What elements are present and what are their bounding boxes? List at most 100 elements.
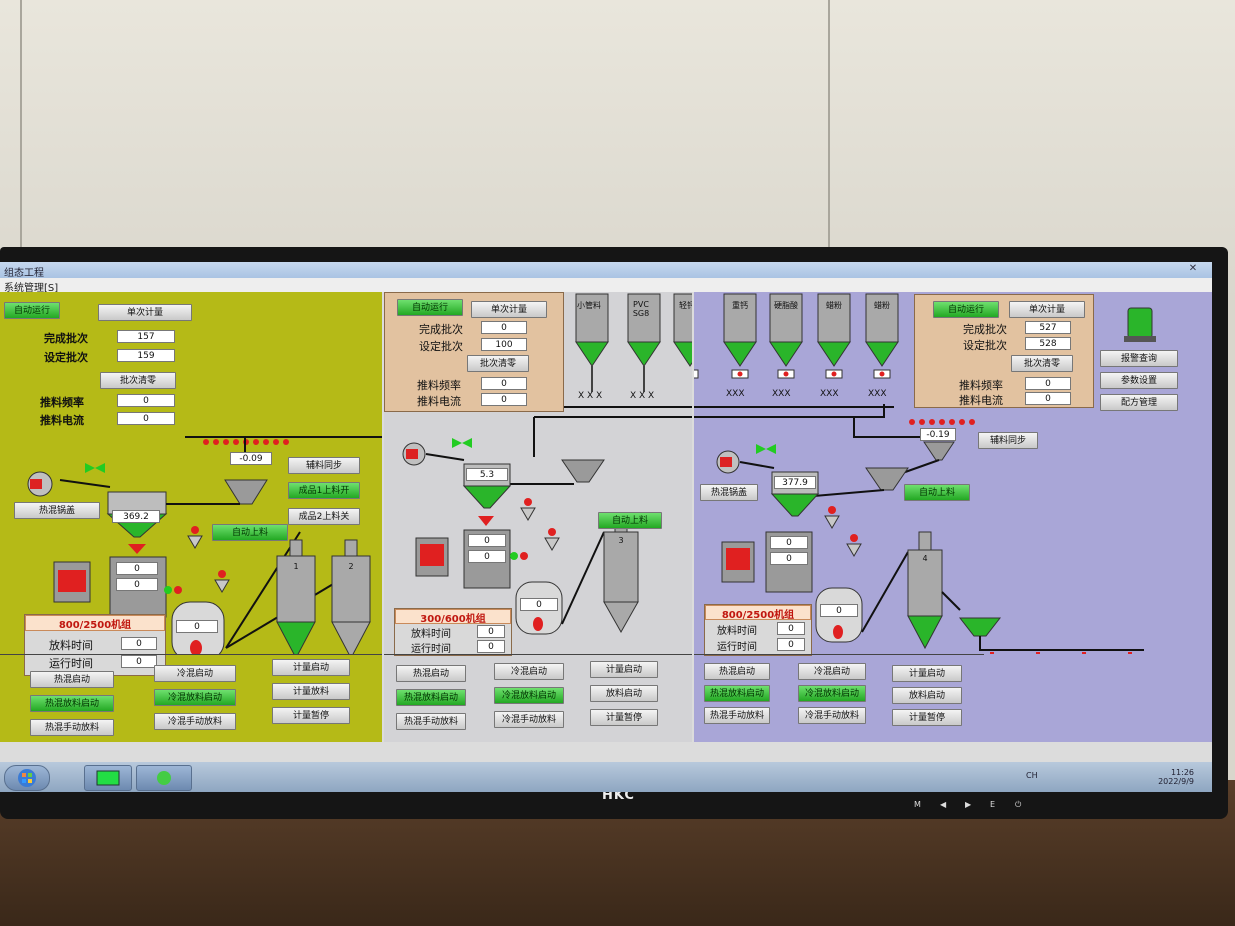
line2-run-time-label: 运行时间 bbox=[411, 644, 451, 655]
line3-hot-manual-button[interactable]: 热混手动放料 bbox=[704, 707, 770, 724]
line1-discharge-valve-icon[interactable] bbox=[128, 544, 146, 554]
line2-hot-discharge-button[interactable]: 热混放料启动 bbox=[396, 689, 466, 706]
line2-scale-hopper bbox=[561, 459, 605, 483]
line3-aux-sync-button[interactable]: 辅料同步 bbox=[978, 432, 1038, 449]
window-title: 组态工程 bbox=[4, 268, 44, 279]
line3-packing-stations bbox=[990, 652, 1132, 654]
line2-push-current-value: 0 bbox=[481, 393, 527, 406]
line1-cold-discharge-button[interactable]: 冷混放料启动 bbox=[154, 689, 236, 706]
line3-silo-number: 4 bbox=[922, 554, 928, 563]
line2-single-meter-button[interactable]: 单次计量 bbox=[471, 301, 547, 318]
line2-cold-discharge-button[interactable]: 冷混放料启动 bbox=[494, 687, 564, 704]
line1-cold-start-button[interactable]: 冷混启动 bbox=[154, 665, 236, 682]
line2-run-time-value: 0 bbox=[477, 640, 505, 653]
menu-bar: 系统管理[S] bbox=[0, 278, 1212, 294]
line3-valve-icon[interactable] bbox=[756, 444, 766, 454]
line3-push-freq-label: 推料频率 bbox=[959, 379, 1003, 392]
line2-cold-manual-button[interactable]: 冷混手动放料 bbox=[494, 711, 564, 728]
taskbar: CH 11:26 2022/9/9 bbox=[0, 762, 1212, 792]
line1-scale-hopper bbox=[224, 479, 268, 505]
line1-valve-icon[interactable] bbox=[85, 463, 95, 473]
taskbar-app-chat[interactable] bbox=[136, 765, 192, 791]
silo-label-2: PVC SG8 bbox=[632, 300, 650, 318]
line2-silo-number: 3 bbox=[618, 536, 624, 545]
line3-hot-mixer-cone bbox=[770, 493, 820, 517]
line3-cold-mixer-reading: 0 bbox=[820, 604, 858, 617]
line2-hot-mixer-cone bbox=[462, 485, 512, 509]
system-clock[interactable]: 11:26 2022/9/9 bbox=[1158, 768, 1194, 786]
raw-material-silo-2 bbox=[627, 293, 661, 367]
line3-cold-discharge-button[interactable]: 冷混放料启动 bbox=[798, 685, 866, 702]
line3-hot-start-button[interactable]: 热混启动 bbox=[704, 663, 770, 680]
monitor-button-m[interactable]: M bbox=[914, 800, 921, 809]
start-button[interactable] bbox=[4, 765, 50, 791]
line3-done-batches-value: 527 bbox=[1025, 321, 1071, 334]
line2-batch-clear-button[interactable]: 批次清零 bbox=[467, 355, 529, 372]
taskbar-app-hmi[interactable] bbox=[84, 765, 132, 791]
line1-hot-manual-button[interactable]: 热混手动放料 bbox=[30, 719, 114, 736]
line3-auto-feed-button[interactable]: 自动上料 bbox=[904, 484, 970, 501]
line2-auto-feed-button[interactable]: 自动上料 bbox=[598, 512, 662, 529]
line1-silo-number-1: 1 bbox=[293, 562, 299, 571]
line3-discharge-start-button[interactable]: 放料启动 bbox=[892, 687, 962, 704]
line2-discharge-start-button[interactable]: 放料启动 bbox=[590, 685, 658, 702]
line2-hot-start-button[interactable]: 热混启动 bbox=[396, 665, 466, 682]
line1-hot-pot-button[interactable]: 热混锅盖 bbox=[14, 502, 100, 519]
line3-single-meter-button[interactable]: 单次计量 bbox=[1009, 301, 1085, 318]
line1-cold-manual-button[interactable]: 冷混手动放料 bbox=[154, 713, 236, 730]
line1-meter-discharge-button[interactable]: 计量放料 bbox=[272, 683, 350, 700]
line2-auto-run-button[interactable]: 自动运行 bbox=[397, 299, 463, 316]
raw-material-silo-6 bbox=[817, 293, 851, 367]
line3-meter-start-button[interactable]: 计量启动 bbox=[892, 665, 962, 682]
monitor-button-right[interactable]: ▶ bbox=[965, 800, 972, 809]
line3-hot-pot-button[interactable]: 热混锅盖 bbox=[700, 484, 758, 501]
line1-single-meter-button[interactable]: 单次计量 bbox=[98, 304, 192, 321]
line1-hot-start-button[interactable]: 热混启动 bbox=[30, 671, 114, 688]
line2-hot-manual-button[interactable]: 热混手动放料 bbox=[396, 713, 466, 730]
line3-distribution-hopper bbox=[958, 617, 1002, 637]
line2-valve-icon[interactable] bbox=[452, 438, 462, 448]
line2-done-batches-value: 0 bbox=[481, 321, 527, 334]
line3-cold-manual-button[interactable]: 冷混手动放料 bbox=[798, 707, 866, 724]
line2-meter-start-button[interactable]: 计量启动 bbox=[590, 661, 658, 678]
line1-hot-discharge-button[interactable]: 热混放料启动 bbox=[30, 695, 114, 712]
line1-set-batches-input[interactable]: 159 bbox=[117, 349, 175, 362]
line1-push-current-label: 推料电流 bbox=[40, 414, 84, 427]
line1-auto-run-button[interactable]: 自动运行 bbox=[4, 302, 60, 319]
line1-meter-pause-button[interactable]: 计量暂停 bbox=[272, 707, 350, 724]
line3-meter-pause-button[interactable]: 计量暂停 bbox=[892, 709, 962, 726]
line1-product1-feed-button[interactable]: 成品1上料开 bbox=[288, 482, 360, 499]
line2-cold-start-button[interactable]: 冷混启动 bbox=[494, 663, 564, 680]
line1-auto-feed-button[interactable]: 自动上料 bbox=[212, 524, 288, 541]
line3-discharge-time-value: 0 bbox=[777, 622, 805, 635]
menu-system[interactable]: 系统管理[S] bbox=[4, 283, 59, 294]
line2-discharge-valve-icon[interactable] bbox=[478, 516, 494, 526]
monitor-power-button[interactable]: ⏻ bbox=[1015, 800, 1022, 809]
raw-material-silo-3 bbox=[673, 293, 692, 367]
line2-done-batches-label: 完成批次 bbox=[419, 323, 463, 336]
line1-meter-start-button[interactable]: 计量启动 bbox=[272, 659, 350, 676]
line2-meter-pause-button[interactable]: 计量暂停 bbox=[590, 709, 658, 726]
monitor-button-left[interactable]: ◀ bbox=[940, 800, 947, 809]
line1-panel: 自动运行 单次计量 完成批次 157 设定批次 159 批次清零 推料频率 0 … bbox=[0, 292, 382, 742]
line3-batch-clear-button[interactable]: 批次清零 bbox=[1011, 355, 1073, 372]
monitor-app-icon bbox=[96, 770, 120, 786]
line2-set-batches-label: 设定批次 bbox=[419, 340, 463, 353]
language-indicator[interactable]: CH bbox=[1026, 771, 1038, 780]
line1-batch-clear-button[interactable]: 批次清零 bbox=[100, 372, 176, 389]
line3-cold-start-button[interactable]: 冷混启动 bbox=[798, 663, 866, 680]
line2-cooler-reading-2: 0 bbox=[468, 550, 506, 563]
monitor-button-e[interactable]: E bbox=[990, 800, 996, 809]
line3-auto-run-button[interactable]: 自动运行 bbox=[933, 301, 999, 318]
alarm-query-button[interactable]: 报警查询 bbox=[1100, 350, 1178, 367]
line2-set-batches-input[interactable]: 100 bbox=[481, 338, 527, 351]
line1-aux-sync-button[interactable]: 辅料同步 bbox=[288, 457, 360, 474]
line3-set-batches-input[interactable]: 528 bbox=[1025, 337, 1071, 350]
line3-hot-discharge-button[interactable]: 热混放料启动 bbox=[704, 685, 770, 702]
line1-cold-mixer-reading: 0 bbox=[176, 620, 218, 633]
line2-panel: 自动运行 单次计量 完成批次 0 设定批次 100 批次清零 推料频率 0 推料… bbox=[384, 292, 692, 742]
line1-product2-feed-button[interactable]: 成品2上料关 bbox=[288, 508, 360, 525]
parameter-settings-button[interactable]: 参数设置 bbox=[1100, 372, 1178, 389]
close-icon[interactable]: ✕ bbox=[1188, 263, 1198, 274]
recipe-management-button[interactable]: 配方管理 bbox=[1100, 394, 1178, 411]
